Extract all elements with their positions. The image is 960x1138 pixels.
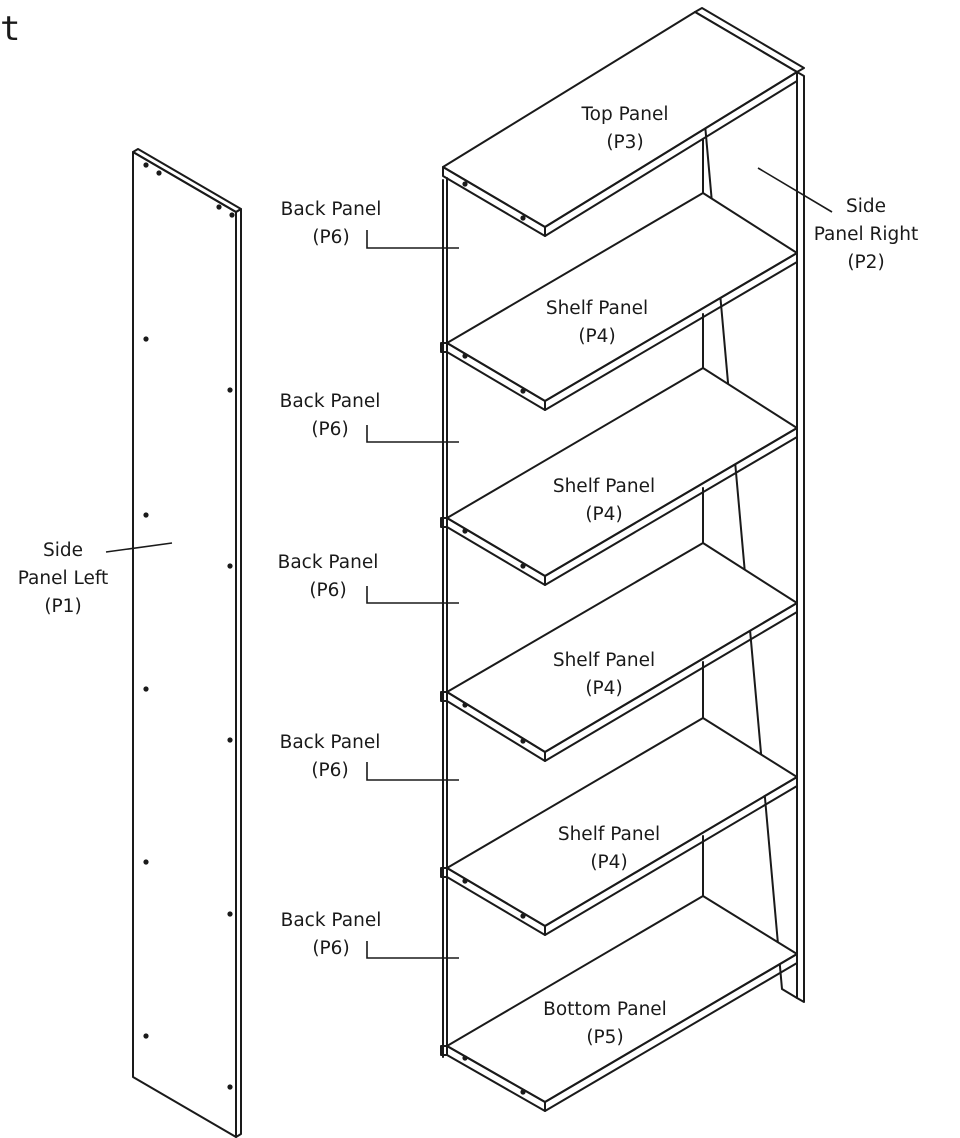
svg-text:(P3): (P3) xyxy=(606,132,643,153)
svg-text:Panel Right: Panel Right xyxy=(814,224,919,245)
shelf-panel-2 xyxy=(440,367,798,586)
bottom-panel xyxy=(440,895,798,1112)
svg-text:(P5): (P5) xyxy=(586,1027,623,1048)
svg-text:Back Panel: Back Panel xyxy=(281,910,382,931)
svg-text:(P1): (P1) xyxy=(44,596,81,617)
side-panel-left xyxy=(132,148,242,1138)
svg-text:(P4): (P4) xyxy=(590,852,627,873)
label-back-panel-5: Back Panel (P6) xyxy=(281,910,382,959)
svg-text:(P6): (P6) xyxy=(309,580,346,601)
label-side-panel-left: Side Panel Left (P1) xyxy=(18,540,109,617)
shelf-panel-4 xyxy=(440,717,798,936)
corner-text-fragment: t xyxy=(0,9,20,49)
svg-text:(P6): (P6) xyxy=(311,419,348,440)
side-panel-right xyxy=(694,7,805,1003)
svg-text:(P6): (P6) xyxy=(312,227,349,248)
svg-text:Back Panel: Back Panel xyxy=(280,391,381,412)
label-back-panel-3: Back Panel (P6) xyxy=(278,552,379,601)
shelf-3-holes xyxy=(462,702,526,744)
svg-text:Bottom Panel: Bottom Panel xyxy=(543,999,667,1020)
svg-text:Side: Side xyxy=(43,540,83,561)
label-shelf-panel-1: Shelf Panel (P4) xyxy=(546,298,648,347)
svg-text:Back Panel: Back Panel xyxy=(281,199,382,220)
svg-text:Shelf Panel: Shelf Panel xyxy=(558,824,660,845)
svg-text:Shelf Panel: Shelf Panel xyxy=(553,476,655,497)
svg-text:(P6): (P6) xyxy=(312,938,349,959)
label-back-panel-2: Back Panel (P6) xyxy=(280,391,381,440)
svg-text:(P4): (P4) xyxy=(585,504,622,525)
svg-text:Shelf Panel: Shelf Panel xyxy=(546,298,648,319)
leader-lines xyxy=(105,167,833,959)
label-bottom-panel: Bottom Panel (P5) xyxy=(543,999,667,1048)
svg-text:Panel Left: Panel Left xyxy=(18,568,109,589)
svg-text:Back Panel: Back Panel xyxy=(280,732,381,753)
label-top-panel: Top Panel (P3) xyxy=(580,104,668,153)
svg-text:Top Panel: Top Panel xyxy=(580,104,668,125)
shelf-4-holes xyxy=(462,878,526,919)
svg-text:(P6): (P6) xyxy=(311,760,348,781)
svg-text:Shelf Panel: Shelf Panel xyxy=(553,650,655,671)
svg-text:Back Panel: Back Panel xyxy=(278,552,379,573)
top-panel-holes xyxy=(462,181,526,221)
shelf-panel-3 xyxy=(440,542,798,762)
label-shelf-panel-3: Shelf Panel (P4) xyxy=(553,650,655,699)
label-back-panel-1: Back Panel (P6) xyxy=(281,199,382,248)
label-shelf-panel-4: Shelf Panel (P4) xyxy=(558,824,660,873)
svg-text:Side: Side xyxy=(846,196,886,217)
label-shelf-panel-2: Shelf Panel (P4) xyxy=(553,476,655,525)
back-panel-area xyxy=(442,139,704,1058)
svg-text:(P4): (P4) xyxy=(585,678,622,699)
label-back-panel-4: Back Panel (P6) xyxy=(280,732,381,781)
top-panel xyxy=(442,11,798,237)
bottom-panel-holes xyxy=(462,1055,526,1095)
side-panel-left-holes xyxy=(143,162,235,1090)
shelf-panel-1 xyxy=(440,192,798,411)
shelf-1-holes xyxy=(462,353,526,394)
svg-text:(P4): (P4) xyxy=(578,326,615,347)
label-side-panel-right: Side Panel Right (P2) xyxy=(814,196,919,273)
svg-text:(P2): (P2) xyxy=(847,252,884,273)
shelf-2-holes xyxy=(462,528,526,569)
